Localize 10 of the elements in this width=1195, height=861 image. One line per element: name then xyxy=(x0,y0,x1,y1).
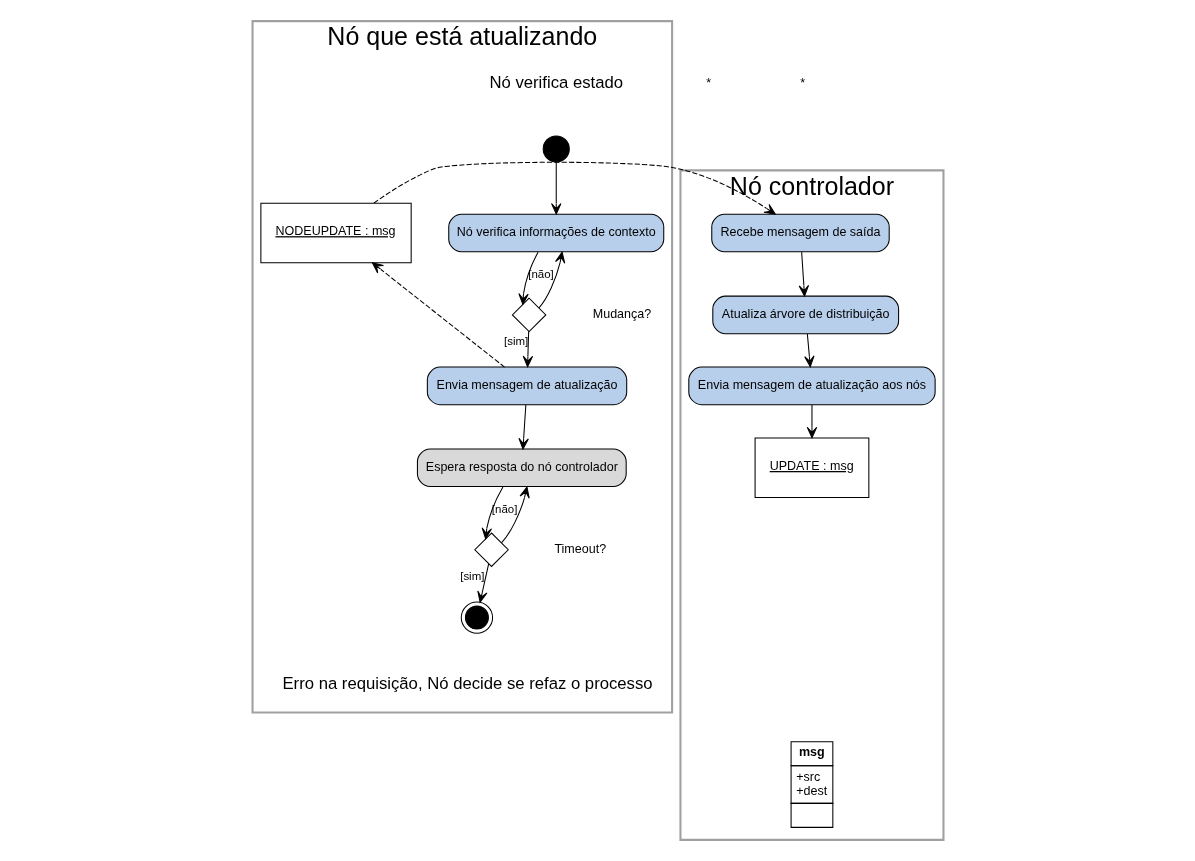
label: * xyxy=(705,75,711,90)
edge-label: [não] xyxy=(527,267,554,280)
label: * xyxy=(799,75,805,90)
node-label: Nó verifica estado xyxy=(488,72,623,92)
edge-label: [sim] xyxy=(503,335,528,348)
edge-label: [sim] xyxy=(459,569,484,582)
node-label: Mudança? xyxy=(592,307,651,322)
node-label: Timeout? xyxy=(553,541,606,556)
edge-label: [não] xyxy=(491,503,517,516)
node-label: Erro na requisição, Nó decide se refaz o processo xyxy=(281,674,653,694)
